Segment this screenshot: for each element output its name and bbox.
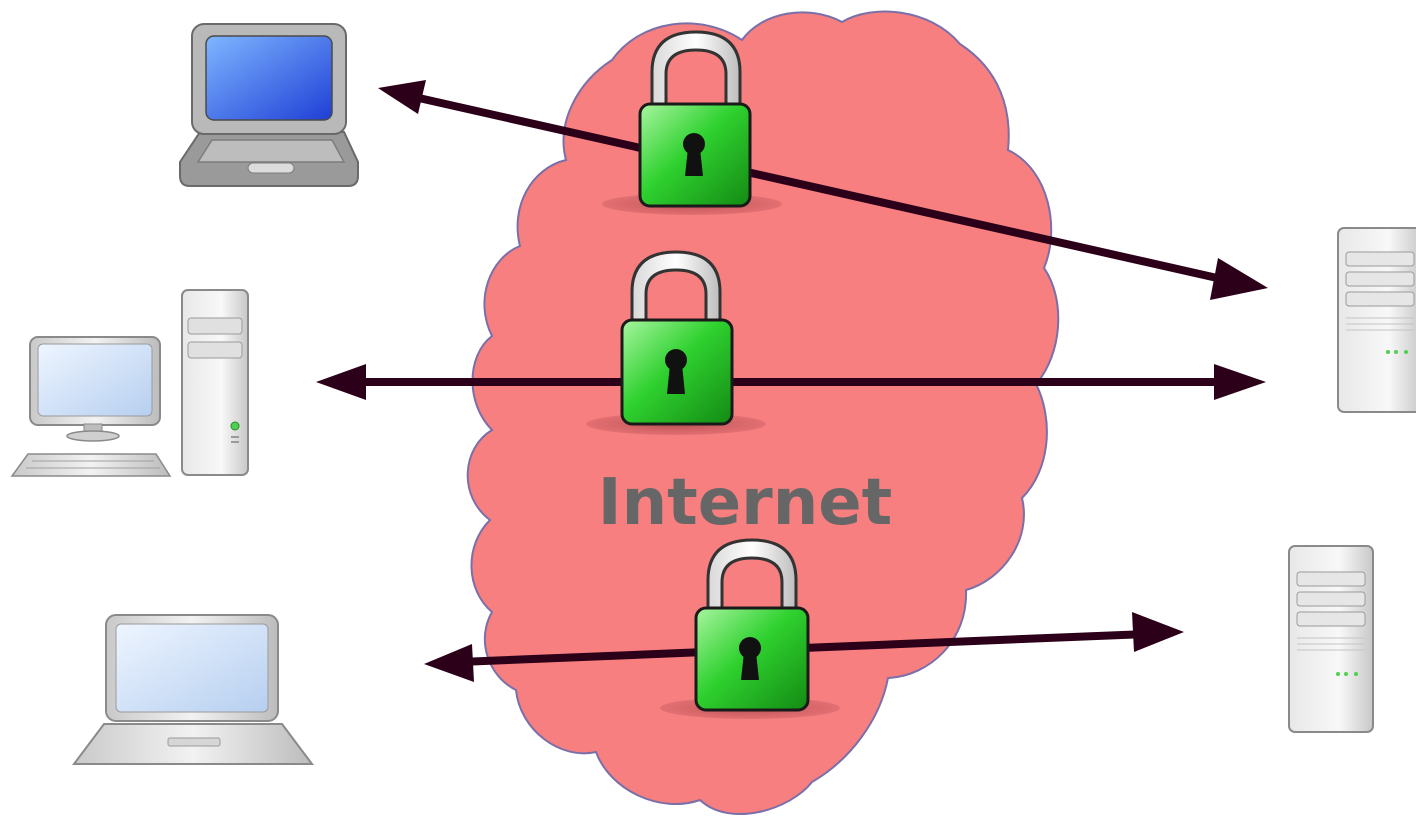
padlock-icon xyxy=(660,538,840,719)
cloud-label: Internet xyxy=(598,466,893,540)
server-tower-bottom-icon xyxy=(1288,545,1374,733)
connection-arrow-desktop-to-server xyxy=(316,364,1266,400)
laptop-dark-icon xyxy=(179,23,359,187)
padlock-icon xyxy=(586,250,766,435)
server-tower-top-icon xyxy=(1337,227,1416,413)
laptop-light-icon xyxy=(72,614,314,765)
connection-arrow-laptop-dark-to-server xyxy=(378,80,1268,300)
padlock-icon xyxy=(602,30,782,215)
desktop-computer-icon xyxy=(10,289,249,477)
